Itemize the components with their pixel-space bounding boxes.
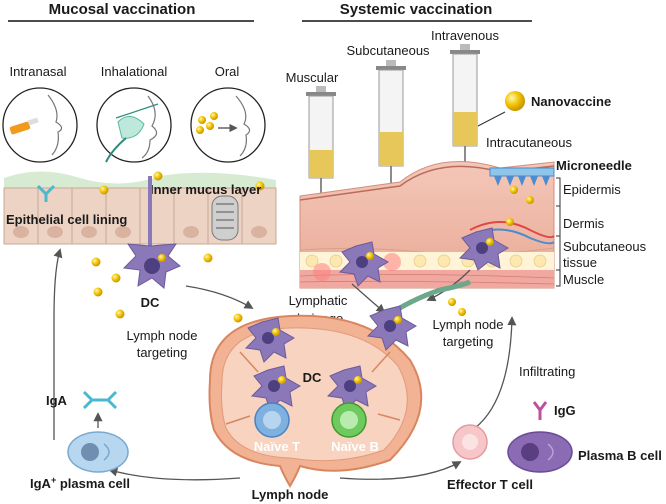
igg-antibody-icon xyxy=(532,401,548,420)
route-intravenous-label: Intravenous xyxy=(431,28,499,43)
muscle-label: Muscle xyxy=(563,272,604,287)
dc-lymph-node-cells xyxy=(244,305,417,411)
effector-t-label: Effector T cell xyxy=(447,477,533,492)
dc-mucosal-cell xyxy=(122,176,181,289)
iga-plasma-sup: + xyxy=(51,475,56,485)
iga-antibody-icon xyxy=(82,390,118,410)
dermis-label: Dermis xyxy=(563,216,605,231)
naive-b-cell xyxy=(331,402,367,438)
dc-skin-cells xyxy=(338,227,509,287)
subcutaneous-tissue-label-1: Subcutaneous xyxy=(563,239,647,254)
ln-targeting-right-1: Lymph node xyxy=(432,317,503,332)
antibody-on-mucus-icon xyxy=(36,184,56,202)
iga-plasma-text: IgA xyxy=(30,476,52,491)
route-subcutaneous-label: Subcutaneous xyxy=(346,43,430,58)
inner-mucus-label: Inner mucus layer xyxy=(150,182,261,197)
epidermis-label: Epidermis xyxy=(563,182,621,197)
loose-nanoparticles-left xyxy=(91,253,243,323)
iga-plasma-label: IgA+ plasma cell xyxy=(30,475,130,491)
epithelium-panel xyxy=(3,171,277,245)
flow-arrows xyxy=(53,248,517,481)
header-mucosal-text: Mucosal vaccination xyxy=(49,1,196,18)
header-systemic: Systemic vaccination xyxy=(302,1,532,22)
route-muscular-label: Muscular xyxy=(286,70,339,85)
inhalational-circle xyxy=(96,87,172,163)
lymph-node-label: Lymph node xyxy=(252,487,329,502)
plasma-b-label: Plasma B cell xyxy=(578,448,662,463)
plasma-b-cell xyxy=(507,431,573,473)
igg-label: IgG xyxy=(554,403,576,418)
ln-targeting-right-2: targeting xyxy=(443,334,494,349)
oral-circle xyxy=(190,87,266,163)
naive-t-label: Naïve T xyxy=(254,439,300,454)
nanovaccine-legend: Nanovaccine xyxy=(477,91,611,127)
subcutaneous-tissue-label-2: tissue xyxy=(563,255,597,270)
naive-b-label: Naïve B xyxy=(331,439,379,454)
ln-targeting-left-1: Lymph node xyxy=(126,328,197,343)
nanovaccine-label: Nanovaccine xyxy=(531,94,611,109)
dc-left-label: DC xyxy=(141,295,160,310)
infiltrating-label: Infiltrating xyxy=(519,364,575,379)
skin-layer-bracket xyxy=(556,177,561,287)
syringe-intravenous xyxy=(450,44,480,238)
nanovaccine-icon xyxy=(505,91,525,111)
header-systemic-text: Systemic vaccination xyxy=(340,1,493,18)
route-intracutaneous-label: Intracutaneous xyxy=(486,135,573,150)
iga-label: IgA xyxy=(46,393,68,408)
skin-panel xyxy=(299,161,555,289)
syringe-muscular xyxy=(306,86,336,262)
route-inhalational-label: Inhalational xyxy=(101,64,168,79)
naive-t-cell xyxy=(254,402,290,438)
header-mucosal: Mucosal vaccination xyxy=(8,1,254,22)
effector-t-cell xyxy=(452,424,488,460)
route-intranasal-label: Intranasal xyxy=(9,64,66,79)
iga-plasma-rest: plasma cell xyxy=(56,476,130,491)
ln-targeting-left-2: targeting xyxy=(137,345,188,360)
intranasal-circle xyxy=(2,87,78,163)
microneedle-patch xyxy=(489,167,555,226)
route-oral-label: Oral xyxy=(215,64,240,79)
lymphatic-label-1: Lymphatic xyxy=(289,293,348,308)
epithelial-lining-label: Epithelial cell lining xyxy=(6,212,127,227)
dc-node-label: DC xyxy=(303,370,322,385)
microneedle-label: Microneedle xyxy=(556,158,632,173)
iga-plasma-cell xyxy=(67,431,129,473)
